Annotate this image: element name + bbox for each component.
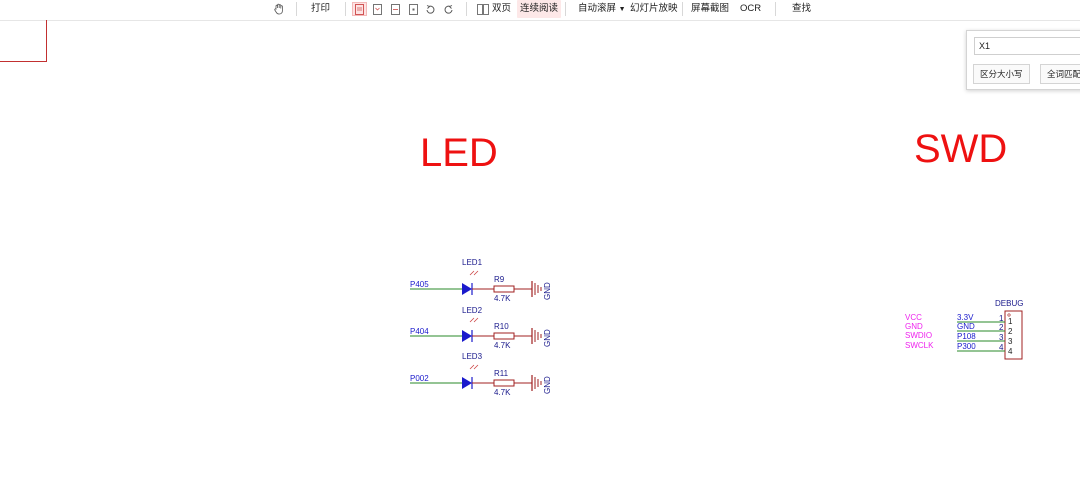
toolbar-divider	[775, 2, 776, 16]
single-page-view-icon[interactable]	[352, 2, 367, 16]
net-label: P002	[410, 374, 429, 383]
led-circuit-2: LED2 P404 R10 4.7K GND	[410, 306, 552, 350]
ground-icon	[531, 374, 542, 392]
led-circuit-3: LED3 P002 R11 4.7K GND	[410, 352, 552, 397]
signal-label: VCC	[905, 313, 922, 322]
toolbar-divider	[296, 2, 297, 16]
pin-number: 1	[999, 314, 1004, 323]
resistor-value-label: 4.7K	[494, 341, 511, 350]
net-label: GND	[957, 322, 975, 331]
find-button[interactable]: 查找	[792, 3, 812, 14]
page-border	[0, 20, 47, 62]
toolbar: 打印 双页 连续阅读 自动滚屏 ▼ 幻灯片放映 屏幕截图 OCR 查找	[0, 0, 1080, 21]
gnd-label: GND	[543, 376, 552, 394]
led-diode-icon	[462, 377, 472, 389]
caret-down-icon: ▼	[618, 6, 626, 13]
hand-tool-icon[interactable]	[272, 3, 285, 15]
net-label: P108	[957, 332, 976, 341]
led-diode-icon	[462, 330, 472, 342]
pin-number: 3	[999, 333, 1004, 342]
ground-icon	[531, 280, 542, 298]
slideshow-button[interactable]: 幻灯片放映	[630, 3, 678, 14]
pin-number: 2	[999, 323, 1004, 332]
find-input[interactable]	[974, 37, 1080, 55]
whole-word-option[interactable]: 全词匹配	[1040, 64, 1080, 84]
signal-label: SWCLK	[905, 341, 934, 350]
connector-pin-label: 2	[1008, 327, 1013, 336]
ocr-button[interactable]: OCR	[740, 3, 762, 14]
led-ref-label: LED3	[462, 352, 483, 361]
net-label: 3.3V	[957, 313, 974, 322]
case-sensitive-option[interactable]: 区分大小写	[973, 64, 1030, 84]
connector-pin-label: 1	[1008, 317, 1013, 326]
resistor-ref-label: R11	[494, 369, 509, 378]
net-label: P300	[957, 342, 976, 351]
pin-number: 4	[999, 343, 1004, 352]
auto-scroll-button[interactable]: 自动滚屏 ▼	[578, 0, 626, 18]
resistor-ref-label: R10	[494, 322, 509, 331]
toolbar-divider	[466, 2, 467, 16]
resistor-icon	[493, 285, 515, 293]
resistor-ref-label: R9	[494, 275, 505, 284]
auto-scroll-label: 自动滚屏	[578, 3, 617, 14]
connector-body-icon	[1004, 310, 1023, 360]
signal-label: SWDIO	[905, 331, 932, 340]
connector-title: DEBUG	[995, 299, 1023, 308]
led-ref-label: LED2	[462, 306, 483, 315]
print-button[interactable]: 打印	[311, 3, 331, 14]
screenshot-button[interactable]: 屏幕截图	[691, 3, 730, 14]
double-page-button[interactable]: 双页	[492, 3, 512, 14]
resistor-value-label: 4.7K	[494, 388, 511, 397]
swd-section-title: SWD	[914, 127, 1007, 171]
net-label: P404	[410, 327, 429, 336]
led-section-title: LED	[420, 131, 498, 175]
resistor-icon	[493, 332, 515, 340]
toolbar-divider	[682, 2, 683, 16]
resistor-icon	[493, 379, 515, 387]
fit-width-icon[interactable]	[389, 3, 402, 15]
fit-page-icon[interactable]	[371, 3, 384, 15]
ground-icon	[531, 327, 542, 345]
connector-pin-label: 3	[1008, 337, 1013, 346]
double-page-icon[interactable]	[476, 3, 489, 15]
rotate-left-icon[interactable]	[424, 3, 437, 15]
continuous-reading-button[interactable]: 连续阅读	[517, 0, 562, 18]
find-panel: 区分大小写 全词匹配	[966, 30, 1080, 90]
rotate-right-icon[interactable]	[442, 3, 455, 15]
connector-pin-label: 4	[1008, 347, 1013, 356]
signal-label: GND	[905, 322, 923, 331]
gnd-label: GND	[543, 329, 552, 347]
led-diode-icon	[462, 283, 472, 295]
resistor-value-label: 4.7K	[494, 294, 511, 303]
net-label: P405	[410, 280, 429, 289]
toolbar-divider	[345, 2, 346, 16]
led-circuit-1: LED1 P405 R9 4.7K GND	[410, 258, 552, 303]
toolbar-divider	[565, 2, 566, 16]
led-ref-label: LED1	[462, 258, 483, 267]
gnd-label: GND	[543, 282, 552, 300]
actual-size-icon[interactable]	[407, 3, 420, 15]
debug-connector: DEBUG VCC GND SWDIO SWCLK 3.3V GND P108 …	[905, 299, 1023, 360]
